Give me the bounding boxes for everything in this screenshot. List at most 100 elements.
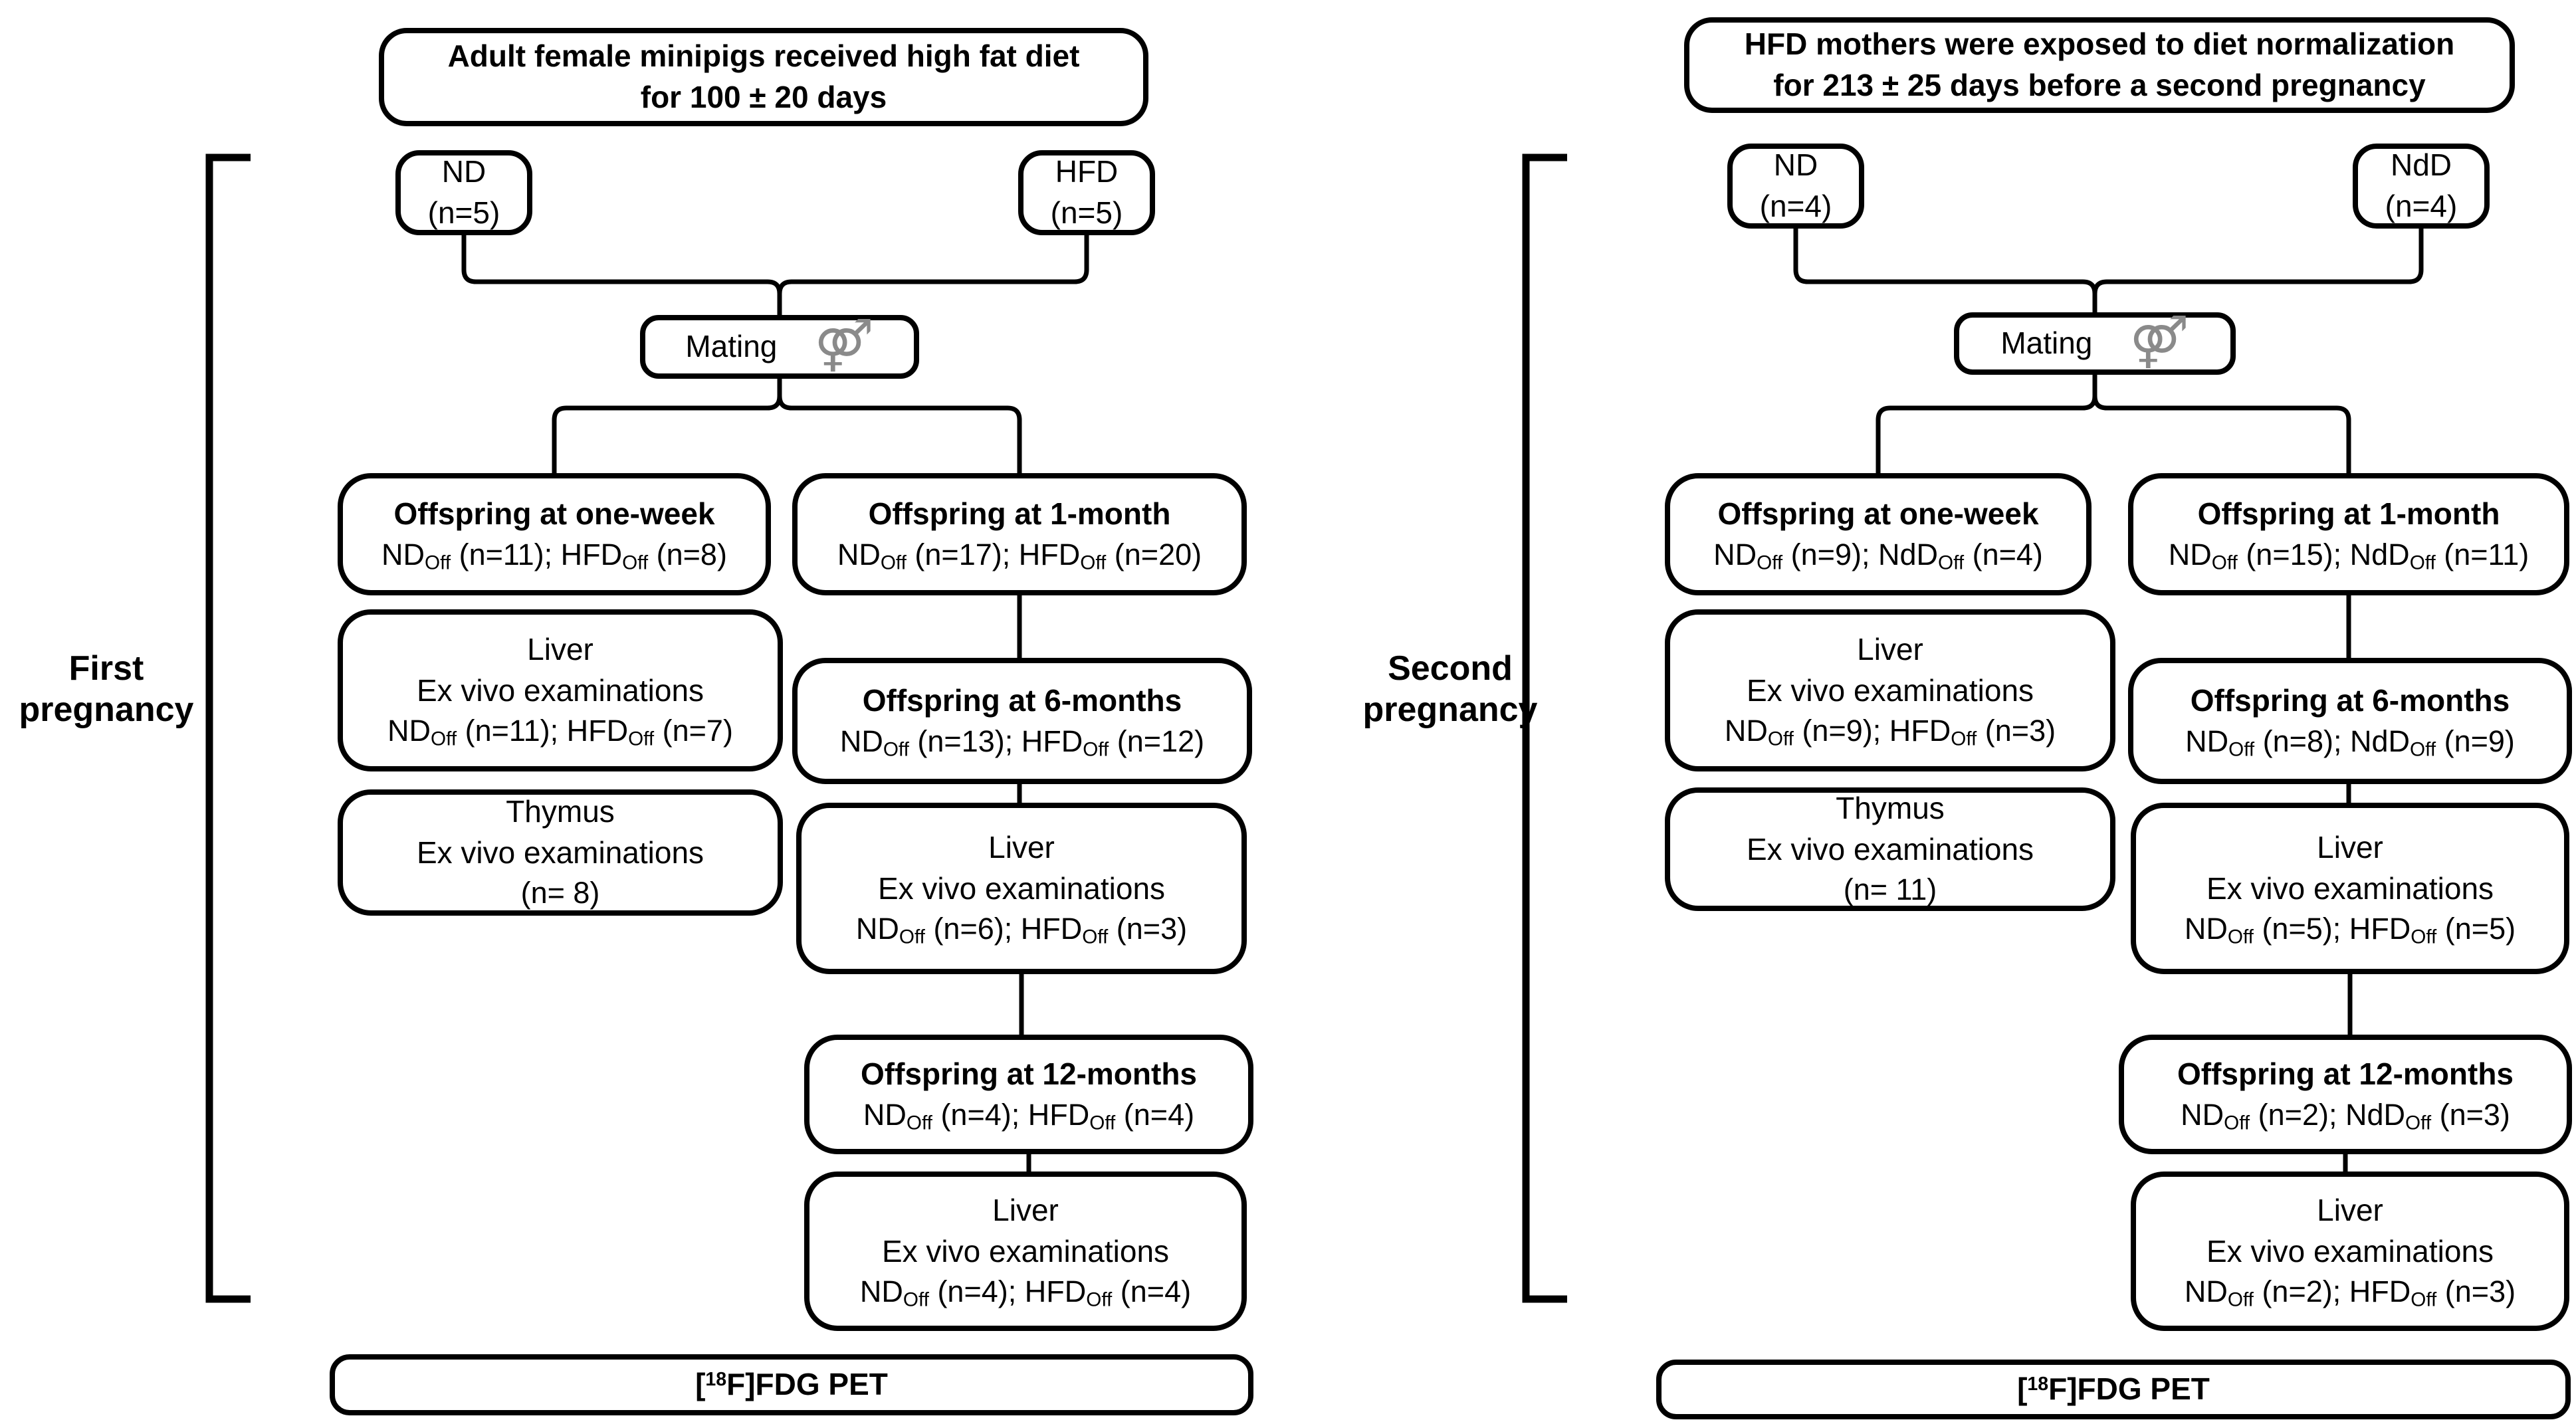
offspring-title: Offspring at 12-months xyxy=(860,1057,1198,1092)
left-header-line2: for 100 ± 20 days xyxy=(640,80,887,114)
right-liver-twelve-months-box: Liver Ex vivo examinations NDOff (n=2); … xyxy=(2131,1172,2569,1331)
group-count: (n=5) xyxy=(427,195,500,230)
left-liver-twelve-months-box: Liver Ex vivo examinations NDOff (n=4); … xyxy=(804,1172,1247,1331)
connector-mating-to-one-week xyxy=(1876,375,2097,473)
organ-name: Liver xyxy=(2317,1193,2383,1228)
connector-mating-to-one-month xyxy=(2092,375,2351,473)
offspring-counts: NDOff (n=8); NdDOff (n=9) xyxy=(2185,724,2515,761)
organ-counts: NDOff (n=6); HFDOff (n=3) xyxy=(855,912,1188,948)
first-pregnancy-label-line1: First xyxy=(68,649,144,688)
connector-nd-to-mating xyxy=(461,235,782,315)
left-hfd-group-box: HFD (n=5) xyxy=(1018,150,1155,235)
organ-name: Liver xyxy=(988,830,1055,865)
left-nd-group-box: ND (n=5) xyxy=(395,150,532,235)
right-mating-box: Mating ⚤ xyxy=(1954,312,2236,375)
organ-name: Thymus xyxy=(1836,791,1945,826)
organ-name: Liver xyxy=(527,632,593,667)
left-offspring-six-months-box: Offspring at 6-months NDOff (n=13); HFDO… xyxy=(792,658,1252,784)
fdg-pet-label: [18F]FDG PET xyxy=(695,1367,888,1402)
exam-type: Ex vivo examinations xyxy=(1746,831,2034,867)
organ-counts: NDOff (n=2); HFDOff (n=3) xyxy=(2184,1275,2516,1311)
exam-type: Ex vivo examinations xyxy=(2206,870,2494,906)
group-count: (n=5) xyxy=(1050,195,1123,230)
right-offspring-six-months-box: Offspring at 6-months NDOff (n=8); NdDOf… xyxy=(2128,658,2572,784)
right-offspring-twelve-months-box: Offspring at 12-months NDOff (n=2); NdDO… xyxy=(2119,1035,2572,1154)
group-name: ND xyxy=(1773,148,1818,183)
second-pregnancy-label-line1: Second xyxy=(1388,649,1513,688)
second-pregnancy-bracket xyxy=(1522,153,1567,1303)
left-mating-box: Mating ⚤ xyxy=(640,315,919,379)
exam-type: Ex vivo examinations xyxy=(2206,1233,2494,1269)
left-header-line1: Adult female minipigs received high fat … xyxy=(447,39,1080,74)
right-offspring-one-month-box: Offspring at 1-month NDOff (n=15); NdDOf… xyxy=(2128,473,2569,595)
right-header-line2: for 213 ± 25 days before a second pregna… xyxy=(1773,68,2426,102)
right-offspring-one-week-box: Offspring at one-week NDOff (n=9); NdDOf… xyxy=(1665,473,2092,595)
offspring-title: Offspring at 1-month xyxy=(2197,496,2500,532)
offspring-counts: NDOff (n=17); HFDOff (n=20) xyxy=(837,537,1202,574)
first-pregnancy-label-line2: pregnancy xyxy=(19,690,194,730)
right-ndd-group-box: NdD (n=4) xyxy=(2353,144,2490,229)
right-nd-group-box: ND (n=4) xyxy=(1727,144,1864,229)
first-pregnancy-bracket xyxy=(205,153,251,1303)
exam-type: Ex vivo examinations xyxy=(1746,672,2034,708)
offspring-counts: NDOff (n=15); NdDOff (n=11) xyxy=(2168,537,2529,574)
right-fdg-pet-box: [18F]FDG PET xyxy=(1656,1360,2571,1419)
mating-label: Mating xyxy=(685,329,778,364)
group-name: HFD xyxy=(1055,154,1119,189)
connector-mating-to-one-week xyxy=(552,379,782,473)
mating-row: Mating ⚤ xyxy=(685,317,874,373)
offspring-counts: NDOff (n=4); HFDOff (n=4) xyxy=(863,1097,1195,1134)
right-header-line1: HFD mothers were exposed to diet normali… xyxy=(1744,27,2455,62)
organ-counts: NDOff (n=11); HFDOff (n=7) xyxy=(387,714,733,750)
left-offspring-one-month-box: Offspring at 1-month NDOff (n=17); HFDOf… xyxy=(792,473,1247,595)
second-pregnancy-label-line2: pregnancy xyxy=(1362,690,1538,730)
left-diagram-connectors xyxy=(461,235,1089,1172)
offspring-title: Offspring at 12-months xyxy=(2177,1057,2514,1092)
organ-name: Thymus xyxy=(506,794,615,829)
fdg-pet-label: [18F]FDG PET xyxy=(2017,1372,2210,1407)
left-header-box: Adult female minipigs received high fat … xyxy=(379,28,1148,126)
exam-type: Ex vivo examinations xyxy=(416,835,704,870)
organ-name: Liver xyxy=(992,1193,1059,1228)
interlocked-male-female-icon: ⚤ xyxy=(814,317,874,373)
offspring-title: Offspring at 1-month xyxy=(868,496,1171,532)
organ-name: Liver xyxy=(1857,632,1923,667)
left-fdg-pet-box: [18F]FDG PET xyxy=(330,1354,1253,1415)
connector-mating-to-one-month xyxy=(777,379,1022,473)
group-count: (n=4) xyxy=(2385,189,2458,223)
mating-label: Mating xyxy=(2000,326,2093,361)
connector-nd-to-mating xyxy=(1793,229,2097,312)
connector-ndd-to-mating xyxy=(2092,229,2424,312)
offspring-counts: NDOff (n=13); HFDOff (n=12) xyxy=(839,724,1205,761)
right-thymus-box: Thymus Ex vivo examinations (n= 11) xyxy=(1665,787,2115,911)
group-count: (n=4) xyxy=(1759,189,1832,223)
organ-name: Liver xyxy=(2317,830,2383,865)
offspring-counts: NDOff (n=11); HFDOff (n=8) xyxy=(381,537,727,574)
exam-type: Ex vivo examinations xyxy=(416,672,704,708)
right-liver-six-months-box: Liver Ex vivo examinations NDOff (n=5); … xyxy=(2131,803,2569,974)
organ-counts: NDOff (n=9); HFDOff (n=3) xyxy=(1724,714,2056,750)
mating-row: Mating ⚤ xyxy=(2000,314,2189,370)
left-offspring-one-week-box: Offspring at one-week NDOff (n=11); HFDO… xyxy=(338,473,771,595)
connector-hfd-to-mating xyxy=(777,235,1089,315)
right-diagram-connectors xyxy=(1793,229,2424,1172)
offspring-title: Offspring at one-week xyxy=(1717,496,2039,532)
left-offspring-twelve-months-box: Offspring at 12-months NDOff (n=4); HFDO… xyxy=(804,1035,1253,1154)
interlocked-male-female-icon: ⚤ xyxy=(2129,314,2189,370)
right-liver-one-week-box: Liver Ex vivo examinations NDOff (n=9); … xyxy=(1665,609,2115,771)
organ-counts: NDOff (n=5); HFDOff (n=5) xyxy=(2184,912,2516,948)
offspring-title: Offspring at 6-months xyxy=(2190,683,2510,718)
offspring-title: Offspring at one-week xyxy=(393,496,715,532)
first-pregnancy-label: First pregnancy xyxy=(0,648,213,731)
left-liver-one-week-box: Liver Ex vivo examinations NDOff (n=11);… xyxy=(338,609,783,771)
group-name: NdD xyxy=(2390,148,2452,183)
exam-type: Ex vivo examinations xyxy=(877,870,1166,906)
organ-counts: NDOff (n=4); HFDOff (n=4) xyxy=(859,1275,1192,1311)
offspring-title: Offspring at 6-months xyxy=(862,683,1182,718)
left-liver-six-months-box: Liver Ex vivo examinations NDOff (n=6); … xyxy=(796,803,1247,974)
left-thymus-box: Thymus Ex vivo examinations (n= 8) xyxy=(338,789,783,916)
group-name: ND xyxy=(441,154,486,189)
organ-counts: (n= 11) xyxy=(1843,872,1937,907)
